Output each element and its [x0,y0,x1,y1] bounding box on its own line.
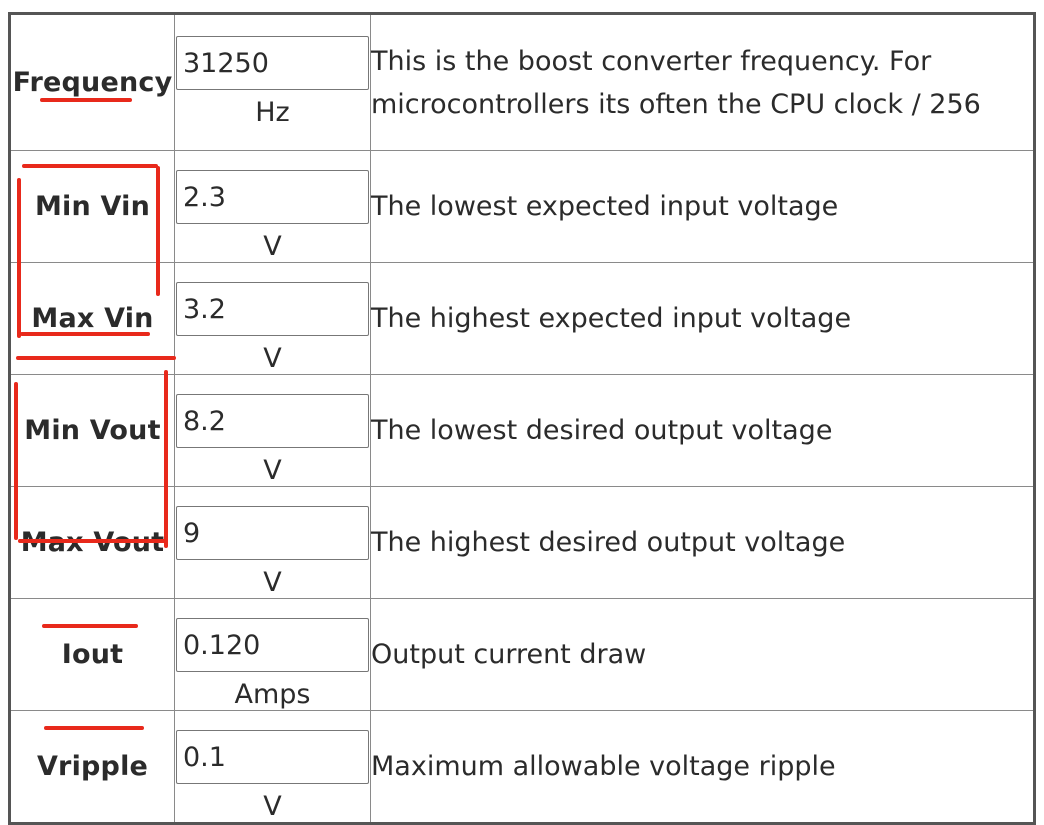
max-vout-unit: V [263,567,282,598]
max-vout-input[interactable] [176,506,369,560]
frequency-description: This is the boost converter frequency. F… [370,13,1035,151]
vin-bracket-left [17,178,21,338]
min-vout-label: Min Vout [9,374,175,487]
vripple-unit: V [263,791,282,822]
min-vout-unit: V [263,455,282,486]
table-row: Vripple V Maximum allowable voltage ripp… [9,710,1035,824]
min-vin-label: Min Vin [9,150,175,263]
iout-underline-mark [42,624,138,628]
max-vout-input-cell: V [174,486,371,599]
min-vout-input[interactable] [176,394,369,448]
max-vin-input-cell: V [174,262,371,375]
frequency-input[interactable] [176,36,369,90]
min-vin-input-cell: V [174,150,371,263]
vin-bracket-top [22,164,158,168]
vripple-description: Maximum allowable voltage ripple [370,710,1035,824]
max-vin-input[interactable] [176,282,369,336]
vout-bracket-top [16,356,176,360]
min-vin-input[interactable] [176,170,369,224]
frequency-unit: Hz [255,97,290,128]
frequency-underline-mark [40,98,132,102]
iout-label: Iout [9,598,175,711]
vripple-underline-mark [44,726,144,730]
frequency-label: Frequency [9,13,175,151]
min-vout-input-cell: V [174,374,371,487]
min-vin-unit: V [263,231,282,262]
vout-bracket-bottom [18,539,166,543]
table-row: Max Vout V The highest desired output vo… [9,486,1035,599]
vin-bracket-right [156,166,160,296]
table-row: Max Vin V The highest expected input vol… [9,262,1035,375]
vripple-input[interactable] [176,730,369,784]
vout-bracket-left [14,382,18,540]
table-row: Min Vout V The lowest desired output vol… [9,374,1035,487]
boost-converter-parameters-table: Frequency Hz This is the boost converter… [8,12,1036,825]
iout-input[interactable] [176,618,369,672]
table-row: Frequency Hz This is the boost converter… [9,13,1035,151]
vin-bracket-bottom [20,332,150,336]
max-vin-unit: V [263,343,282,374]
iout-unit: Amps [234,679,311,710]
max-vin-description: The highest expected input voltage [370,262,1035,375]
table-row: Min Vin V The lowest expected input volt… [9,150,1035,263]
frequency-input-cell: Hz [174,13,371,151]
table-row: Iout Amps Output current draw [9,598,1035,711]
vout-bracket-right [164,370,168,548]
vripple-input-cell: V [174,710,371,824]
iout-description: Output current draw [370,598,1035,711]
min-vout-description: The lowest desired output voltage [370,374,1035,487]
iout-input-cell: Amps [174,598,371,711]
max-vout-description: The highest desired output voltage [370,486,1035,599]
min-vin-description: The lowest expected input voltage [370,150,1035,263]
